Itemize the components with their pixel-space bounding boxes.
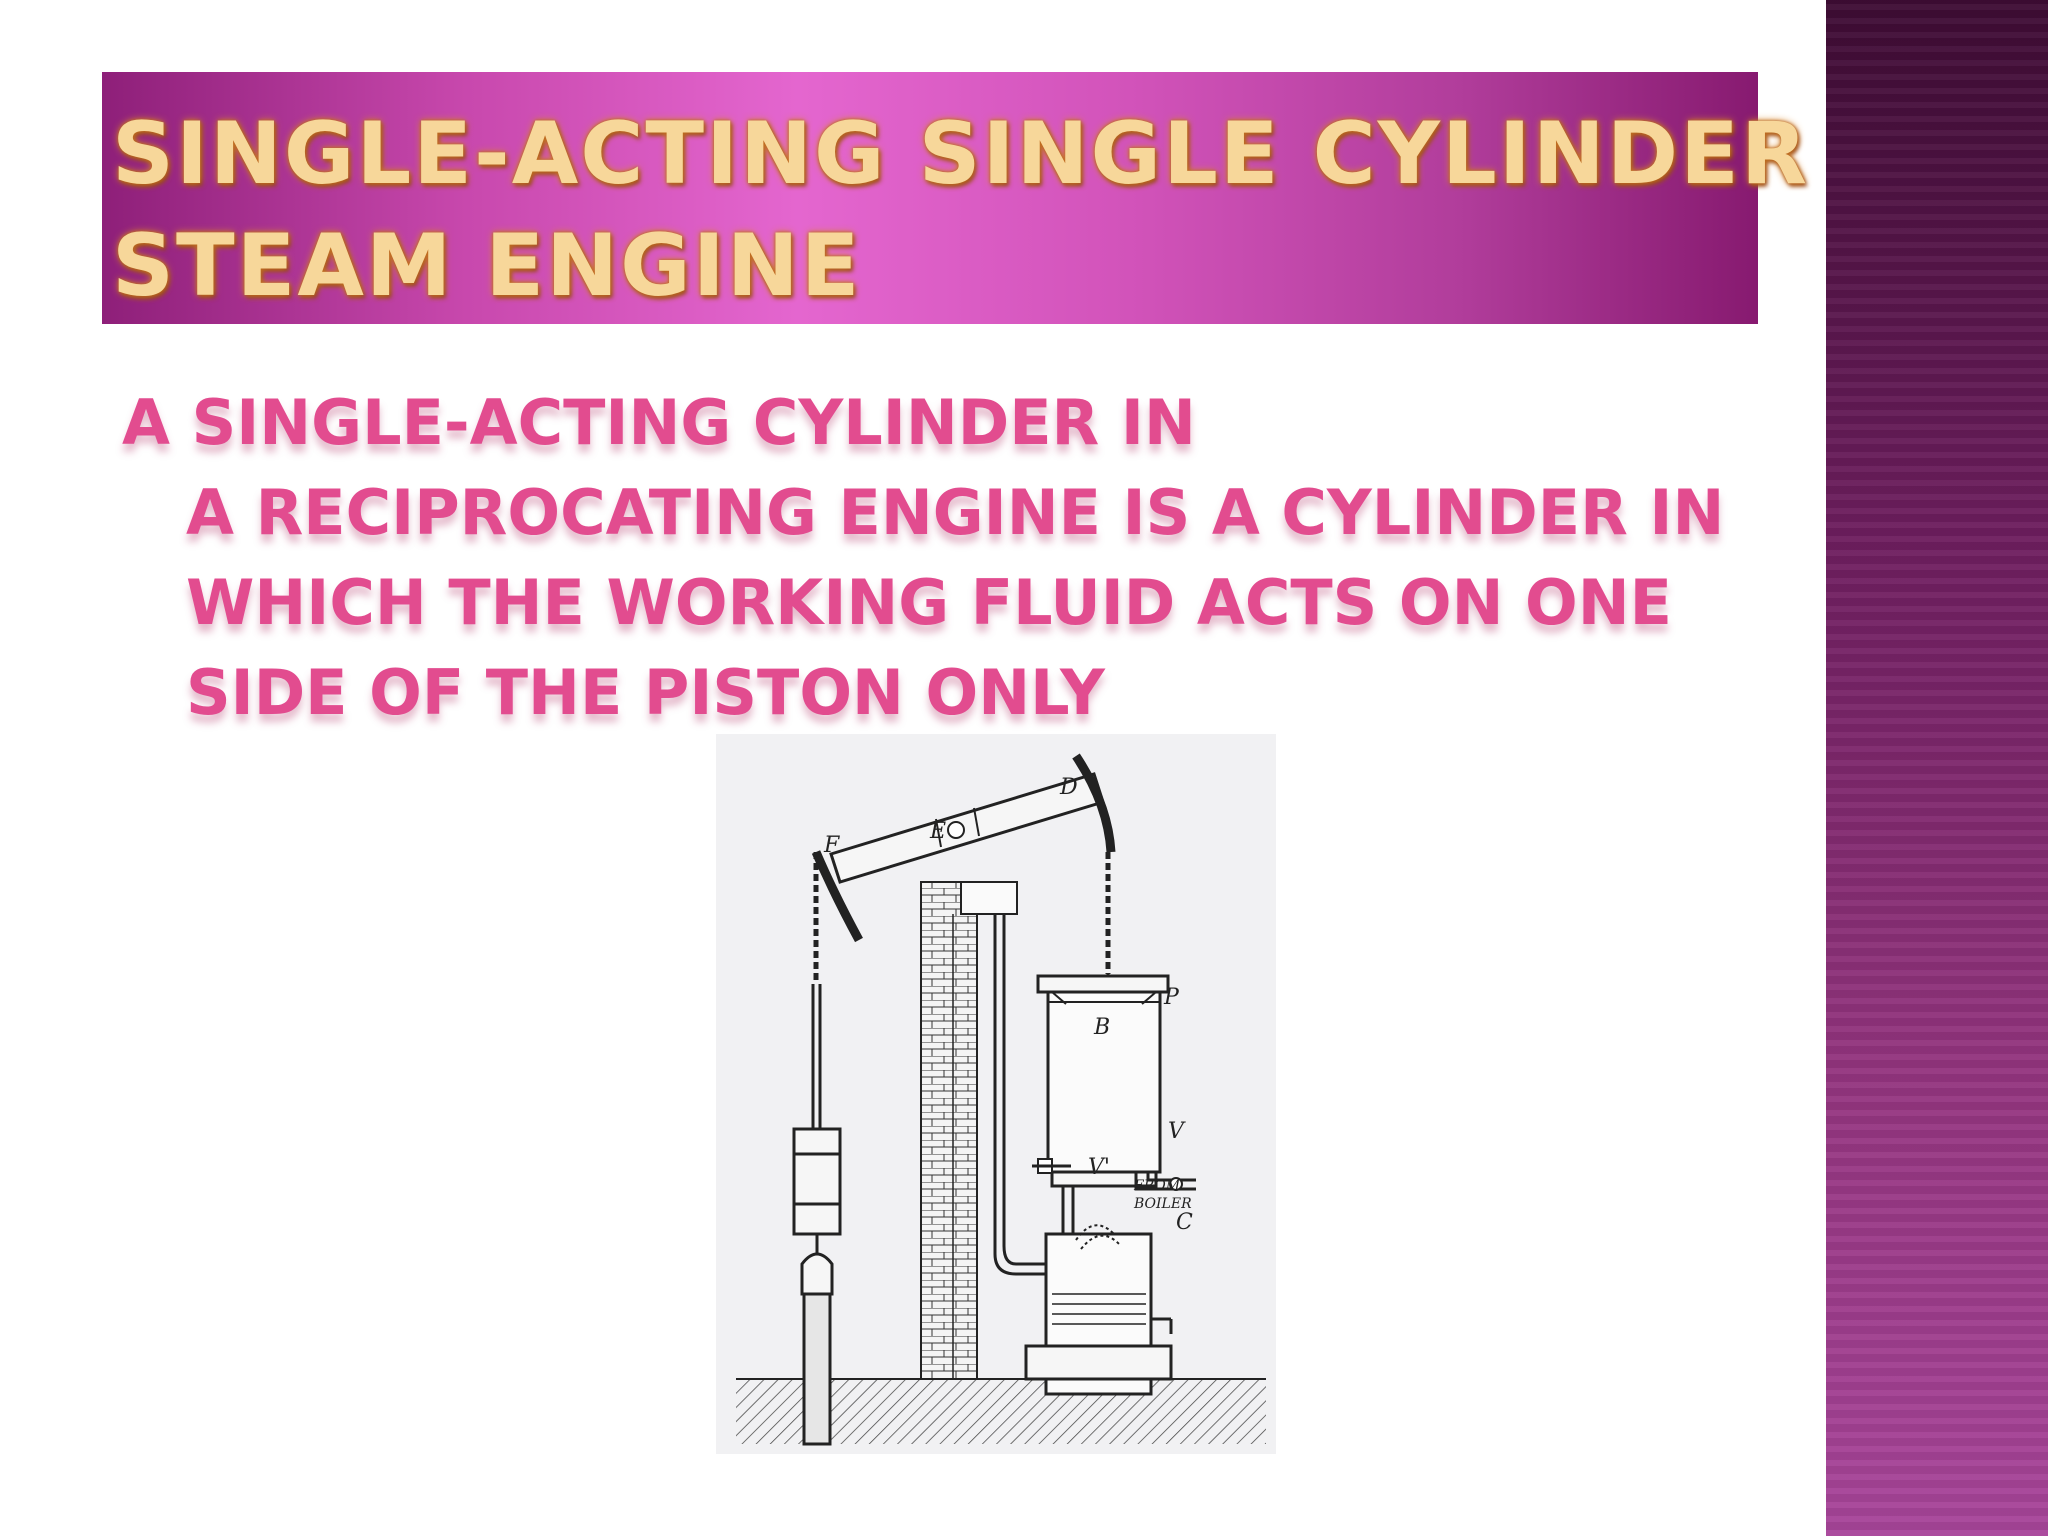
steam-engine-drawing: D E F B P V V' C FROM BOILER — [736, 753, 1266, 1446]
slide-title-line-1: SINGLE-ACTING SINGLE CYLINDER — [112, 104, 1810, 204]
steam-engine-diagram: D E F B P V V' C FROM BOILER — [716, 734, 1276, 1454]
label-from: FROM — [1133, 1178, 1181, 1194]
label-boiler: BOILER — [1133, 1196, 1192, 1212]
label-v-prime: V' — [1088, 1155, 1110, 1180]
body-line-2: A RECIPROCATING ENGINE IS A CYLINDER IN — [186, 476, 1725, 549]
slide-title-line-2: STEAM ENGINE — [112, 216, 862, 316]
sidebar-band — [1826, 0, 2048, 1536]
body-text: A SINGLE-ACTING CYLINDER IN A RECIPROCAT… — [122, 378, 1762, 738]
walking-beam — [811, 753, 1116, 943]
steam-cylinder — [1036, 974, 1170, 1188]
body-line-3: WHICH THE WORKING FLUID ACTS ON ONE — [186, 566, 1673, 639]
injection-pipe — [993, 914, 1046, 1276]
label-b: B — [1093, 1015, 1110, 1040]
body-line-1: A SINGLE-ACTING CYLINDER IN — [122, 386, 1196, 459]
slide-title: SINGLE-ACTING SINGLE CYLINDER STEAM ENGI… — [112, 98, 1810, 322]
label-c: C — [1176, 1210, 1193, 1235]
label-f: F — [823, 833, 840, 858]
label-v: V — [1168, 1119, 1186, 1144]
body-line-4: SIDE OF THE PISTON ONLY — [186, 656, 1105, 729]
label-p: P — [1163, 985, 1180, 1010]
brick-column — [920, 881, 1018, 1380]
label-e: E — [929, 819, 946, 844]
label-d: D — [1059, 775, 1078, 800]
title-banner — [102, 72, 1758, 324]
pump-rod-assembly — [792, 852, 842, 1446]
condenser-tank — [1024, 1224, 1173, 1396]
